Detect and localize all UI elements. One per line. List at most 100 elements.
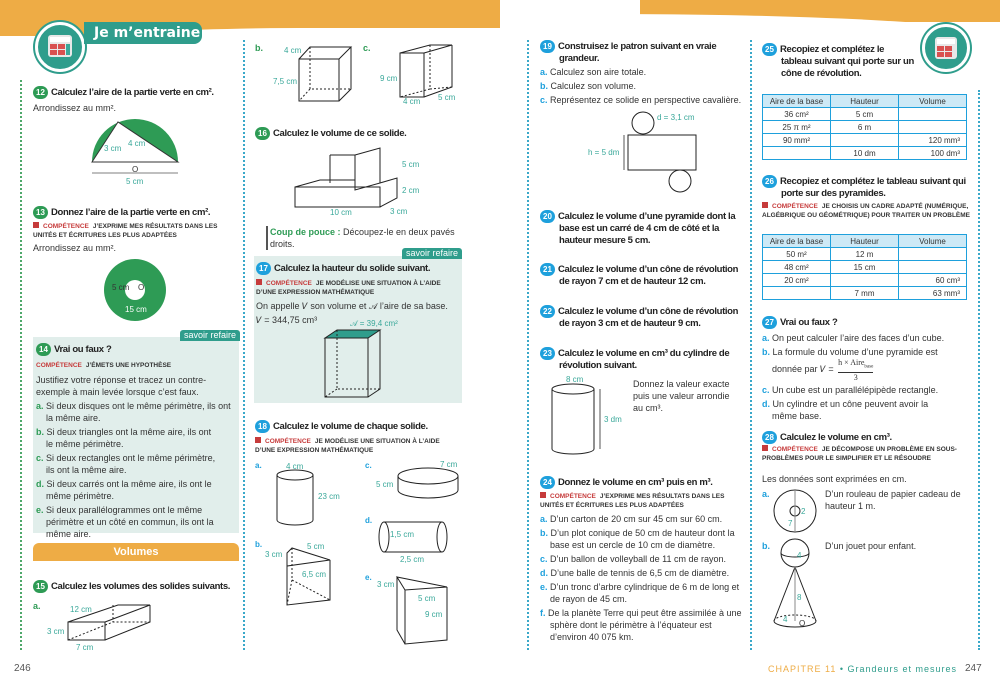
exercise-number: 28 [762, 431, 777, 444]
exercise-number: 26 [762, 175, 777, 188]
svg-text:4: 4 [783, 615, 788, 624]
exercise-text: Calculez le volume d’un cône de révoluti… [558, 264, 739, 287]
exercise-text: Calculez les volumes des solides suivant… [51, 581, 231, 592]
savoir-refaire-tag[interactable]: savoir refaire [402, 248, 463, 259]
svg-text:c.: c. [365, 461, 372, 470]
section-title: Je m’entraine [84, 22, 202, 44]
exercise-24-items: a. D’un carton de 20 cm sur 45 cm sur 60… [540, 513, 745, 643]
list-item: c. Un cube est un parallélépipède rectan… [762, 384, 939, 395]
svg-text:O: O [132, 165, 138, 174]
competence: COMPÉTENCEJe choisis un cadre adapté (nu… [762, 202, 971, 219]
exercise-number: 27 [762, 316, 777, 329]
svg-text:5 cm: 5 cm [126, 177, 144, 186]
exercise-number: 12 [33, 86, 48, 99]
svg-text:3 dm: 3 dm [604, 415, 622, 424]
list-item: a. Calculez son aire totale. [540, 67, 647, 77]
item-text: D’un jouet pour enfant. [825, 541, 917, 551]
svg-text:d = 3,1 cm: d = 3,1 cm [657, 113, 695, 122]
composite-solid-figure: 5 cm 2 cm 10 cm 3 cm [294, 147, 420, 217]
exercise-14-box [33, 337, 239, 533]
list-item: a. On peut calculer l’aire des faces d’u… [762, 333, 945, 343]
svg-text:4 cm: 4 cm [403, 97, 421, 106]
exercise-text: Donnez l’aire de la partie verte en cm². [51, 207, 211, 218]
item-label: a. [762, 489, 770, 499]
svg-text:7 cm: 7 cm [440, 460, 458, 469]
svg-text:23 cm: 23 cm [318, 492, 340, 501]
exercise-28-note: Les données sont exprimées en cm. [762, 474, 907, 484]
exercise-text: Donnez le volume en cm³ puis en m³. [558, 477, 713, 488]
svg-text:3 cm: 3 cm [390, 207, 408, 216]
svg-text:h = 5 dm: h = 5 dm [588, 148, 620, 157]
exercise-text: Calculez le volume en cm³. [780, 432, 892, 443]
box-figure-a: 12 cm 3 cm 7 cm [47, 604, 151, 652]
item-label: b. [255, 43, 263, 53]
item-label: c. [363, 43, 371, 53]
exercise-text: Vrai ou faux ? [780, 317, 838, 328]
list-item: d. D’une balle de tennis de 6,5 cm de di… [540, 568, 730, 578]
list-item: b. La formule du volume d’une pyramide e… [762, 347, 938, 382]
list-item: c. Représentez ce solide en perspective … [540, 95, 742, 105]
list-item: c. D’un ballon de volleyball de 11 cm de… [540, 554, 726, 564]
svg-text:9 cm: 9 cm [380, 74, 398, 83]
svg-text:7 cm: 7 cm [76, 643, 94, 652]
exercise-text: Calculez le volume en cm³ du cylindre de… [558, 348, 730, 371]
exercise-13-note: Arrondissez au mm². [33, 243, 117, 253]
exercise-text: Vrai ou faux ? [54, 344, 112, 355]
savoir-refaire-tag[interactable]: savoir refaire [180, 330, 241, 341]
cube-figure-b: 4 cm 7,5 cm [273, 46, 353, 102]
svg-text:b.: b. [255, 540, 262, 549]
calculator-icon [922, 24, 970, 72]
svg-text:2: 2 [801, 507, 806, 516]
exercise-12-note: Arrondissez au mm². [33, 103, 117, 113]
exercise-text: Calculez le volume de ce solide. [273, 128, 407, 139]
exercise-number: 20 [540, 210, 555, 223]
svg-text:O: O [138, 283, 144, 292]
svg-text:5 cm: 5 cm [438, 93, 456, 102]
item-label: b. [762, 541, 770, 551]
page-number-left: 246 [14, 663, 31, 674]
exercise-number: 24 [540, 476, 555, 489]
column-rule [243, 40, 245, 650]
prism-figure [323, 329, 382, 398]
svg-text:d.: d. [365, 516, 372, 525]
item-label: a. [33, 601, 41, 611]
competence: COMPÉTENCEJe modélise une situation à l’… [255, 437, 440, 454]
exercise-text: Recopiez et complétez le tableau suivant… [780, 176, 966, 199]
svg-text:5 cm: 5 cm [402, 160, 420, 169]
list-item: d. Si deux carrés ont la même aire, ils … [36, 479, 212, 501]
svg-text:6,5 cm: 6,5 cm [302, 570, 326, 579]
svg-text:5 cm: 5 cm [307, 542, 325, 551]
svg-text:a.: a. [255, 461, 262, 470]
svg-text:7,5 cm: 7,5 cm [273, 77, 297, 86]
svg-text:e.: e. [365, 573, 372, 582]
cylinder-figure: 8 cm 3 dm [551, 375, 622, 455]
volume-value: 𝑉 = 344,75 cm³ [256, 315, 318, 325]
svg-text:3 cm: 3 cm [377, 580, 395, 589]
exercise-text: Construisez le patron suivant en vraie g… [558, 41, 717, 64]
exercise-17-intro: On appelle 𝑉 son volume et 𝒜 l’aire de s… [256, 301, 448, 311]
list-item: a. D’un carton de 20 cm sur 45 cm sur 60… [540, 514, 723, 524]
competence: COMPÉTENCEJe décompose un problème en so… [762, 445, 957, 462]
svg-text:5 cm: 5 cm [418, 594, 436, 603]
cylinder-net-figure: d = 3,1 cm h = 5 dm [588, 111, 697, 193]
